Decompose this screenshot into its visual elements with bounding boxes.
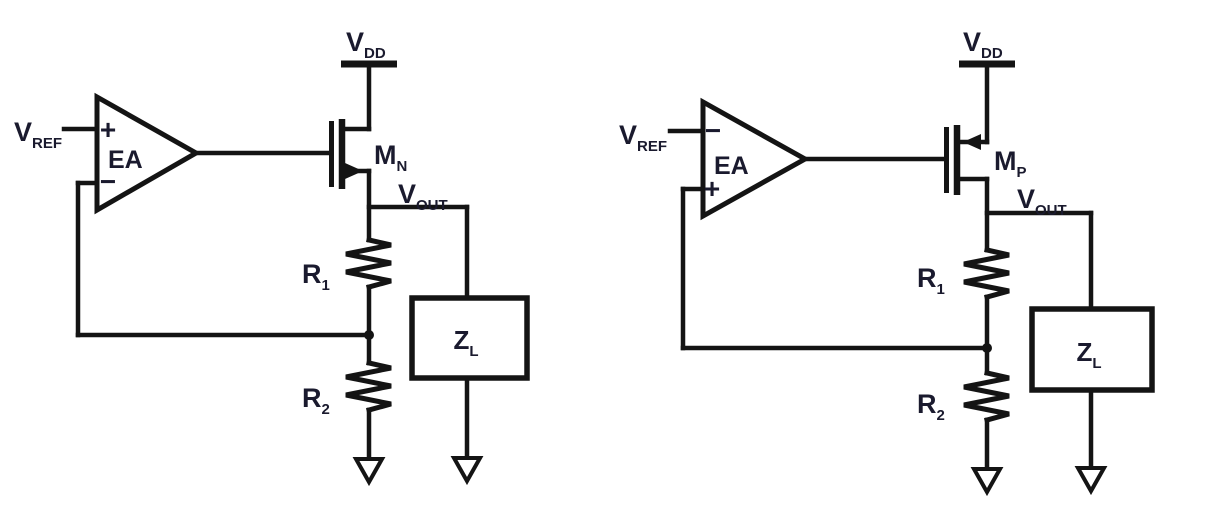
pmos-source-arrow-icon <box>963 134 981 150</box>
ground-icon <box>352 457 386 487</box>
ground-icon <box>1074 466 1108 496</box>
load-box <box>1029 306 1155 393</box>
r2-label: R2 <box>302 383 330 418</box>
plus-sign: + <box>704 173 720 204</box>
ground-icon <box>970 467 1004 497</box>
vref-label: VREF <box>14 117 62 152</box>
left-ldo-circuit: VDD EA + − VREF MN VOUT <box>14 27 530 487</box>
vdd-label: VDD <box>346 27 386 62</box>
load-box <box>409 295 530 381</box>
mp-label: MP <box>994 146 1027 181</box>
resistor-r2-zigzag <box>963 370 1010 424</box>
error-amp-triangle <box>700 97 811 221</box>
ground-icon <box>450 456 484 486</box>
vout-label: VOUT <box>1017 184 1067 219</box>
r1-label: R1 <box>302 259 330 294</box>
zl-label: ZL <box>453 325 478 360</box>
resistor-r2-zigzag <box>345 360 392 414</box>
error-amp-triangle <box>94 92 202 215</box>
right-ldo-circuit: VDD EA − + VREF MP VOUT <box>619 27 1155 497</box>
resistor-r1-zigzag <box>963 247 1010 301</box>
minus-sign: − <box>705 115 721 146</box>
vdd-label: VDD <box>963 27 1003 62</box>
plus-sign: + <box>100 114 116 145</box>
r1-label: R1 <box>917 263 945 298</box>
vout-label: VOUT <box>398 179 448 214</box>
zl-label: ZL <box>1076 337 1101 372</box>
r2-label: R2 <box>917 389 945 424</box>
error-amp-label: EA <box>108 146 143 174</box>
nmos-source-arrow-icon <box>345 163 363 179</box>
mn-label: MN <box>374 140 407 175</box>
error-amp-label: EA <box>714 152 749 180</box>
resistor-r1-zigzag <box>345 237 392 291</box>
minus-sign: − <box>100 166 116 197</box>
vref-label: VREF <box>619 120 667 155</box>
